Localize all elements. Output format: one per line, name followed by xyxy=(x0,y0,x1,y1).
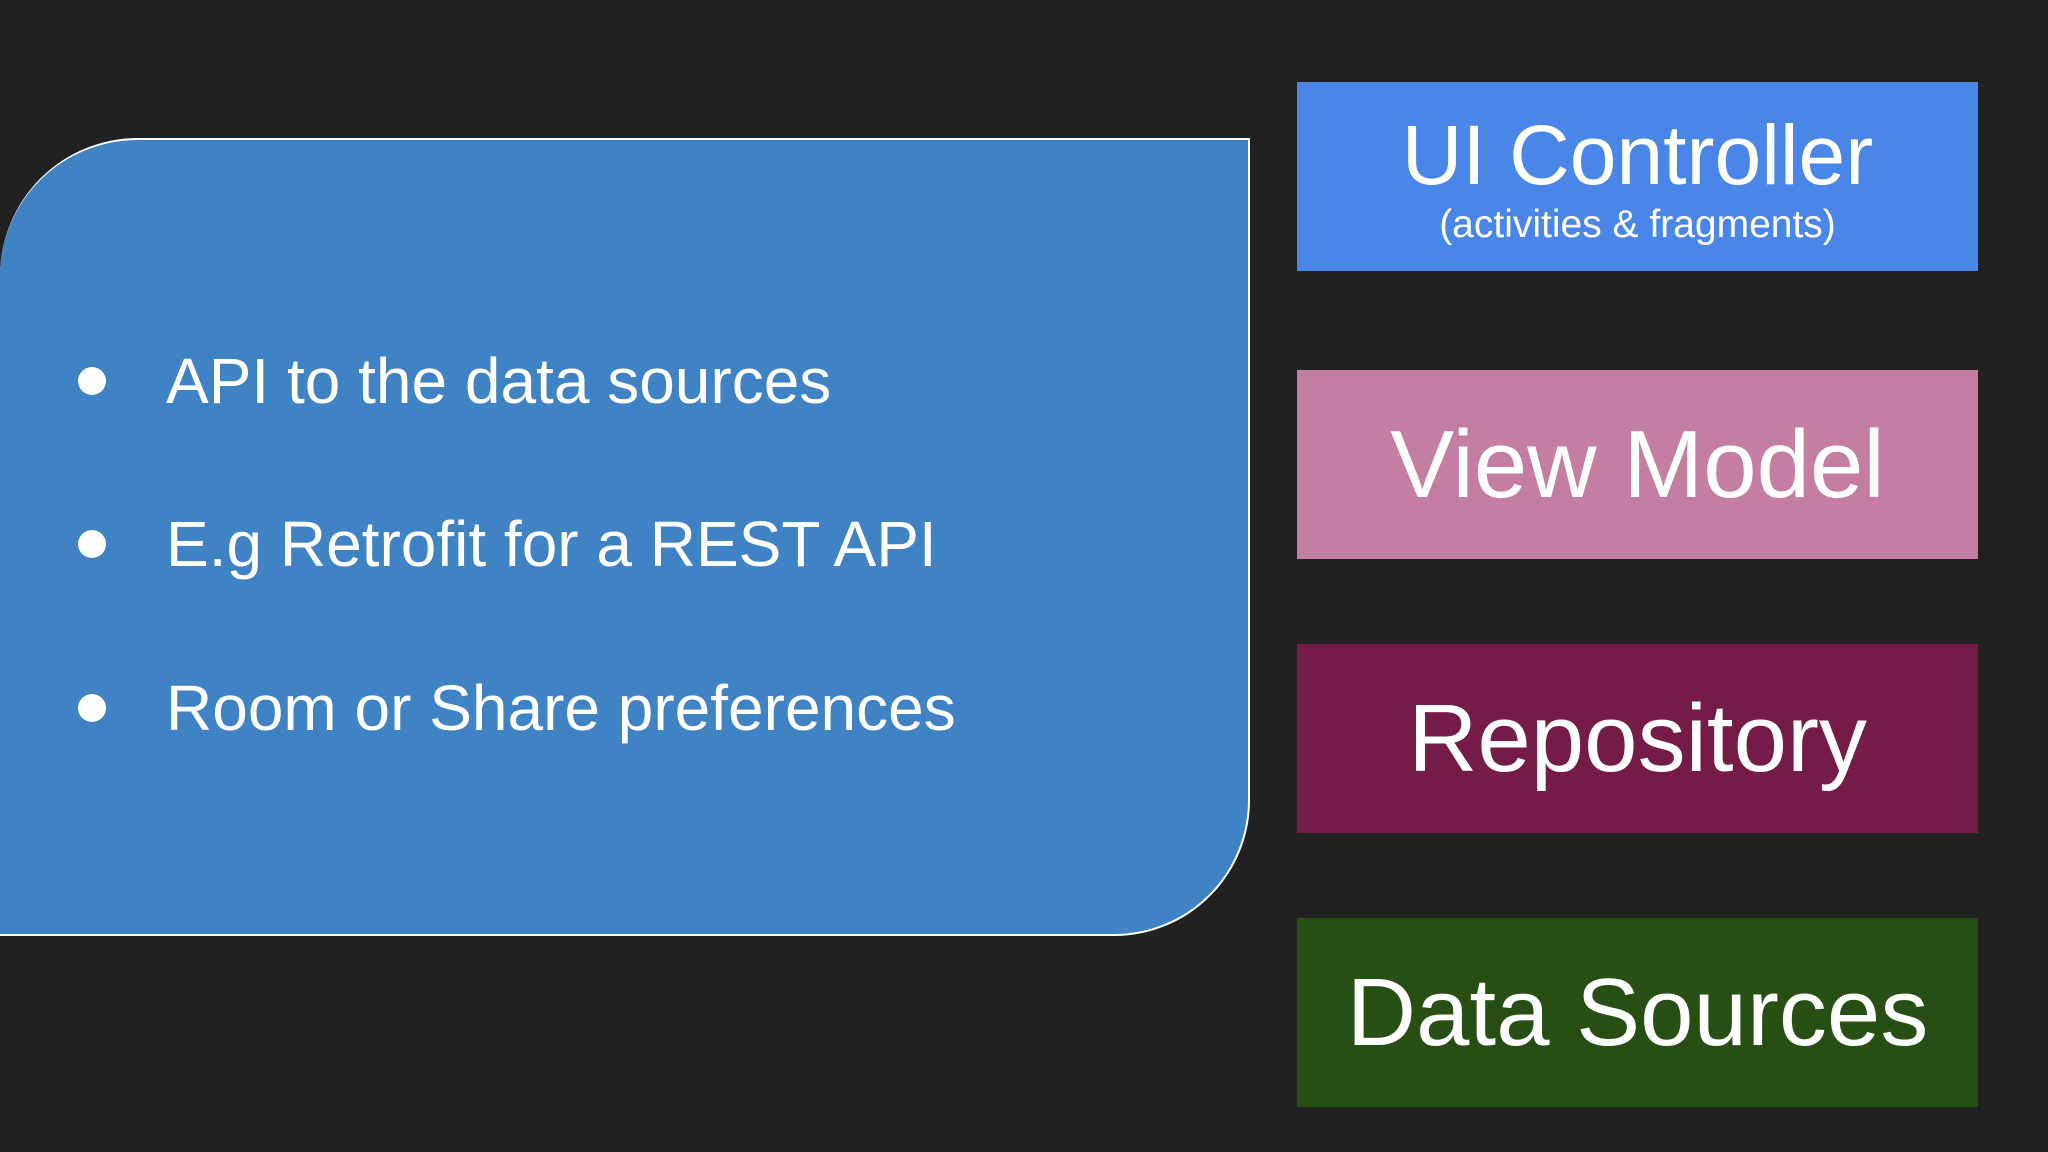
bullet-dot-icon xyxy=(78,694,106,722)
repository-layer: Repository xyxy=(1297,644,1978,833)
layer-title: View Model xyxy=(1390,410,1885,518)
bullet-item: API to the data sources xyxy=(78,341,831,421)
bullet-text: E.g Retrofit for a REST API xyxy=(166,508,937,580)
layer-subtitle: (activities & fragments) xyxy=(1439,202,1836,246)
bullet-item: Room or Share preferences xyxy=(78,668,956,748)
bullet-text: API to the data sources xyxy=(166,345,832,417)
bullet-item: E.g Retrofit for a REST API xyxy=(78,504,937,584)
view-model-layer: View Model xyxy=(1297,370,1978,559)
ui-controller-layer: UI Controller (activities & fragments) xyxy=(1297,82,1978,271)
bullet-list: API to the data sources E.g Retrofit for… xyxy=(0,140,1248,934)
layer-title: Repository xyxy=(1408,684,1867,792)
repository-description-callout: API to the data sources E.g Retrofit for… xyxy=(0,138,1250,936)
bullet-dot-icon xyxy=(78,530,106,558)
layer-title: Data Sources xyxy=(1346,958,1929,1066)
bullet-dot-icon xyxy=(78,367,106,395)
data-sources-layer: Data Sources xyxy=(1297,918,1978,1107)
layer-title: UI Controller xyxy=(1401,107,1874,202)
bullet-text: Room or Share preferences xyxy=(166,672,956,744)
